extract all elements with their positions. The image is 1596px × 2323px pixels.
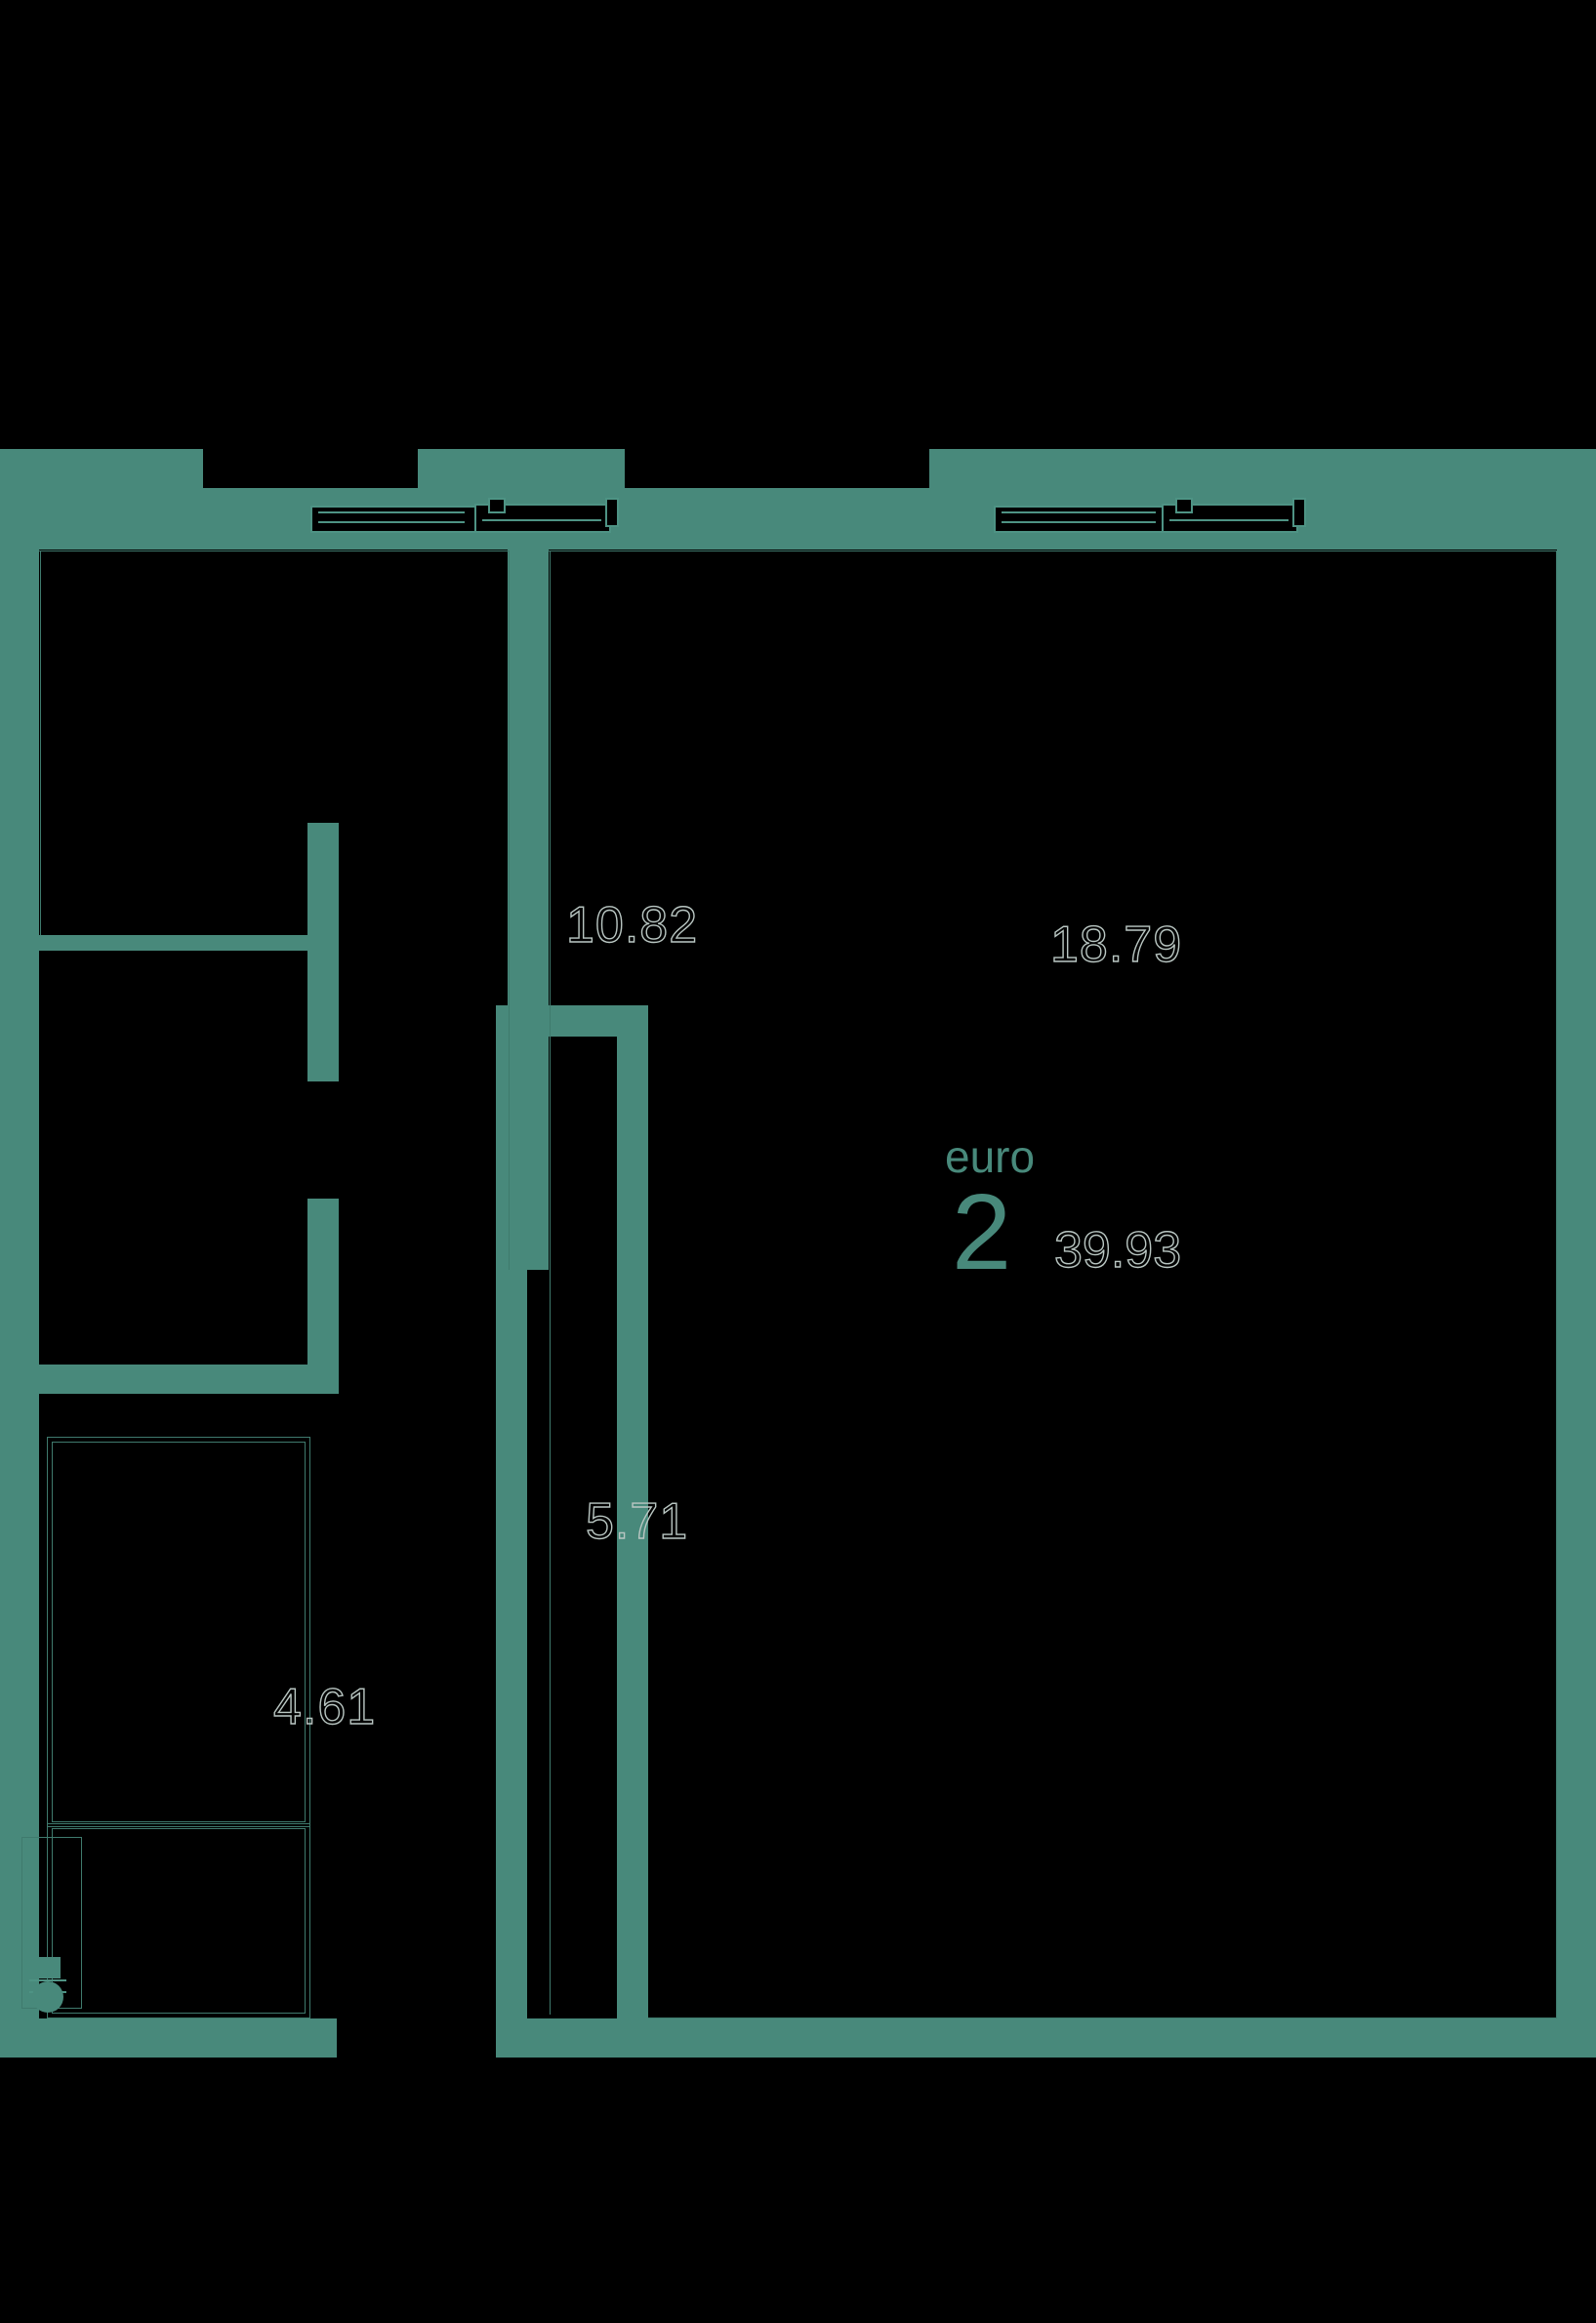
room-area-label-bathroom: 4.61: [272, 1679, 377, 1735]
toilet-seat-rail: [29, 1979, 66, 1981]
room-area-label-hallway: 5.71: [585, 1493, 689, 1550]
window-left-stop: [605, 498, 619, 527]
hairline-left-room-left: [40, 550, 41, 935]
hairline-bathroom-inner: [52, 1442, 306, 1822]
plan-room-count: 2: [952, 1172, 1012, 1292]
window-left-mullion-a: [318, 511, 465, 513]
exterior-wall-bottom-left: [0, 2018, 337, 2058]
exterior-wall-left: [0, 550, 39, 1804]
interior-wall-bathroom-bottom: [39, 1365, 339, 1394]
interior-wall-hall-right-jog: [527, 1005, 630, 1037]
hairline-bathroom-lower: [47, 1823, 310, 2018]
toilet-bowl-icon: [32, 1981, 63, 2013]
interior-wall-hall-left-upper: [307, 823, 339, 1081]
hairline-bathroom-outer: [47, 1437, 310, 1827]
window-left-mullion-b: [318, 521, 465, 523]
exterior-wall-top-left: [0, 449, 203, 550]
interior-wall-right-room-left: [617, 1005, 648, 2025]
window-left-sash-right-rail: [482, 519, 601, 521]
window-right-mullion-b: [1002, 521, 1156, 523]
toilet-tank-icon: [35, 1957, 61, 1978]
window-right-sash-right-rail: [1169, 519, 1289, 521]
exterior-wall-top-middle-pier: [418, 449, 625, 550]
exterior-wall-bottom-right: [496, 2018, 1596, 2058]
interior-wall-center-upper-stub: [508, 584, 531, 835]
plan-total-area: 39.93: [1053, 1222, 1182, 1279]
hairline-bathroom-lower-inner: [52, 1828, 306, 2014]
exterior-wall-right: [1557, 550, 1596, 2058]
exterior-wall-left-lower: [0, 1804, 39, 2058]
hairline-left-room-right: [509, 550, 510, 1270]
hairline-right-room-bottom: [648, 2017, 1556, 2018]
hairline-right-room-top: [549, 550, 1557, 551]
hairline-left-room-top: [39, 550, 510, 551]
interior-wall-left-room-bottom: [39, 935, 307, 951]
window-left-latch: [488, 498, 506, 513]
interior-wall-hall-left-lower: [307, 1199, 339, 1394]
room-area-label-living-right: 18.79: [1049, 917, 1183, 973]
exterior-wall-top-right-window-header: [625, 488, 929, 550]
window-right-mullion-a: [1002, 511, 1156, 513]
hairline-right-room-left: [550, 550, 551, 2015]
window-right-stop: [1292, 498, 1306, 527]
exterior-wall-top-right: [929, 449, 1596, 550]
hairline-right-room-right: [1556, 550, 1557, 2018]
room-area-label-living-left: 10.82: [565, 897, 699, 954]
interior-wall-hall-right: [496, 1005, 527, 2025]
window-right-latch: [1175, 498, 1193, 513]
plan-brand-label: euro: [945, 1131, 1036, 1182]
